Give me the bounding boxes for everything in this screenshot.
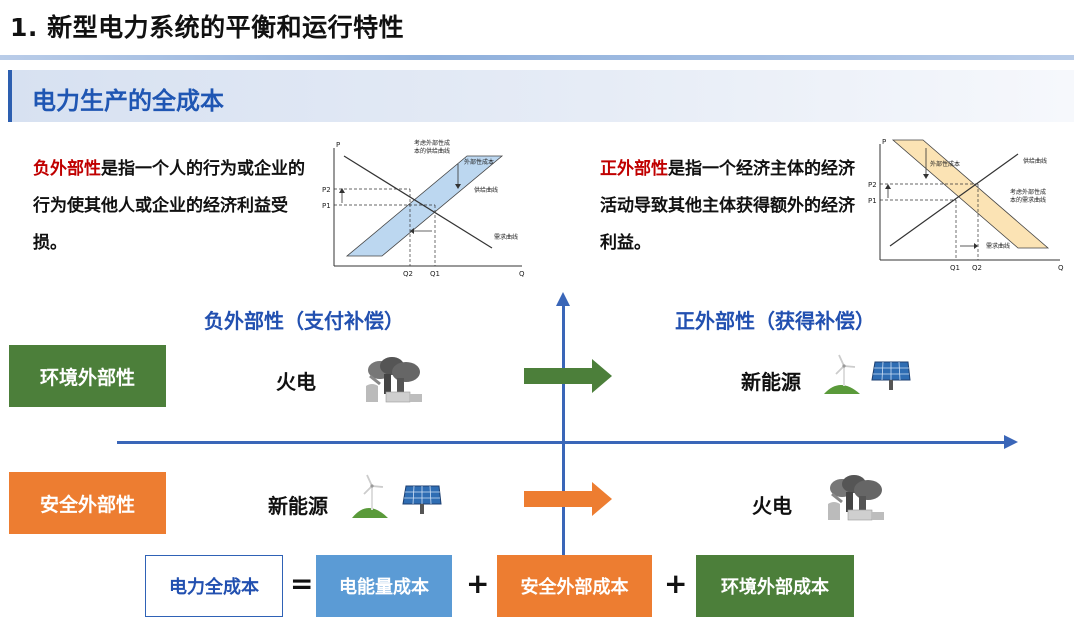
ext-supply-label-2: 本的供给曲线 [414, 147, 450, 155]
negative-externality-text: 是指一个人的行为或企业的行为使其他人或企业的经济利益受损。 [33, 159, 305, 253]
energy-cost-box: 电能量成本 [316, 555, 452, 617]
environmental-externality-label: 环境外部性 [9, 345, 166, 407]
supply-label: 供给曲线 [1023, 157, 1047, 165]
security-cost-box: 安全外部成本 [497, 555, 652, 617]
total-cost-box: 电力全成本 [145, 555, 283, 617]
positive-externality-graph: P Q P2 P1 Q1 Q2 外部性成本 供给曲线 考虑外部性成 本的需求曲线… [868, 138, 1064, 272]
ext-cost-label: 外部性成本 [930, 160, 960, 168]
negative-externality-definition: 负外部性是指一个人的行为或企业的行为使其他人或企业的经济利益受损。 [33, 151, 308, 262]
positive-quadrant-label: 正外部性（获得补偿） [675, 309, 875, 333]
ext-demand-label-2: 本的需求曲线 [1010, 196, 1046, 204]
demand-curve [343, 155, 493, 249]
p2-label: P2 [868, 181, 877, 189]
environment-cost-box: 环境外部成本 [696, 555, 854, 617]
ext-supply-label-1: 考虑外部性成 [414, 139, 450, 147]
ext-demand-label-1: 考虑外部性成 [1010, 188, 1046, 196]
plus-sign-2: + [664, 567, 688, 600]
p1-label: P1 [322, 202, 331, 210]
thermal-plant-icon [366, 357, 422, 403]
price-arrowhead [885, 184, 891, 189]
negative-externality-graph: P Q P2 P1 Q2 Q1 考虑外部性成 本的供给曲线 外部性成本 供给曲线… [322, 139, 525, 278]
q2-label: Q2 [403, 270, 413, 278]
arrow-shaft [524, 491, 594, 507]
sec-flow-arrow [524, 482, 614, 516]
security-externality-label: 安全外部性 [9, 472, 166, 534]
env-flow-arrow [524, 359, 614, 393]
wind-turbine-icon [352, 474, 388, 518]
q1-label: Q1 [950, 264, 960, 272]
solar-panel-icon [871, 361, 911, 390]
quantity-arrowhead [410, 228, 414, 234]
axis-p-label: P [882, 138, 886, 146]
q1-label: Q1 [430, 270, 440, 278]
axis-p-label: P [336, 141, 340, 149]
ext-cost-arrowhead [923, 174, 929, 179]
vertical-axis-arrowhead [556, 292, 570, 306]
p2-label: P2 [322, 186, 331, 194]
p1-label: P1 [868, 197, 877, 205]
negative-externality-term: 负外部性 [33, 159, 101, 179]
title-divider [0, 55, 1074, 60]
arrow-shaft [524, 368, 594, 384]
supply-curve [889, 153, 1019, 247]
equals-sign: = [290, 567, 314, 600]
slide-title: 1. 新型电力系统的平衡和运行特性 [10, 13, 405, 42]
q2-label: Q2 [972, 264, 982, 272]
section-header-bar: 电力生产的全成本 [8, 70, 1074, 122]
sec-right-item: 火电 [752, 494, 792, 518]
solar-panel-icon [402, 485, 442, 514]
horizontal-axis-arrowhead [1004, 435, 1018, 449]
arrow-head [592, 359, 612, 393]
arrow-head [592, 482, 612, 516]
positive-externality-definition: 正外部性是指一个经济主体的经济活动导致其他主体获得额外的经济利益。 [600, 151, 870, 262]
section-title: 电力生产的全成本 [32, 87, 224, 115]
ext-cost-label: 外部性成本 [464, 158, 494, 166]
demand-label: 需求曲线 [986, 242, 1010, 250]
vertical-axis [562, 305, 565, 557]
external-benefit-band [891, 139, 1050, 249]
demand-label: 需求曲线 [494, 233, 518, 241]
env-right-item: 新能源 [741, 370, 801, 394]
thermal-plant-icon [828, 475, 884, 521]
supply-label: 供给曲线 [474, 186, 498, 194]
axis-q-label: Q [519, 270, 525, 278]
wind-turbine-icon [824, 354, 860, 394]
env-left-item: 火电 [276, 370, 316, 394]
positive-externality-term: 正外部性 [600, 159, 668, 179]
quantity-arrowhead [974, 243, 978, 249]
sec-left-item: 新能源 [268, 494, 328, 518]
negative-quadrant-label: 负外部性（支付补偿） [204, 309, 404, 333]
positive-externality-text: 是指一个经济主体的经济活动导致其他主体获得额外的经济利益。 [600, 159, 855, 253]
axis-q-label: Q [1058, 264, 1064, 272]
plus-sign-1: + [466, 567, 490, 600]
ext-cost-arrowhead [455, 184, 461, 189]
price-arrowhead [339, 188, 345, 193]
